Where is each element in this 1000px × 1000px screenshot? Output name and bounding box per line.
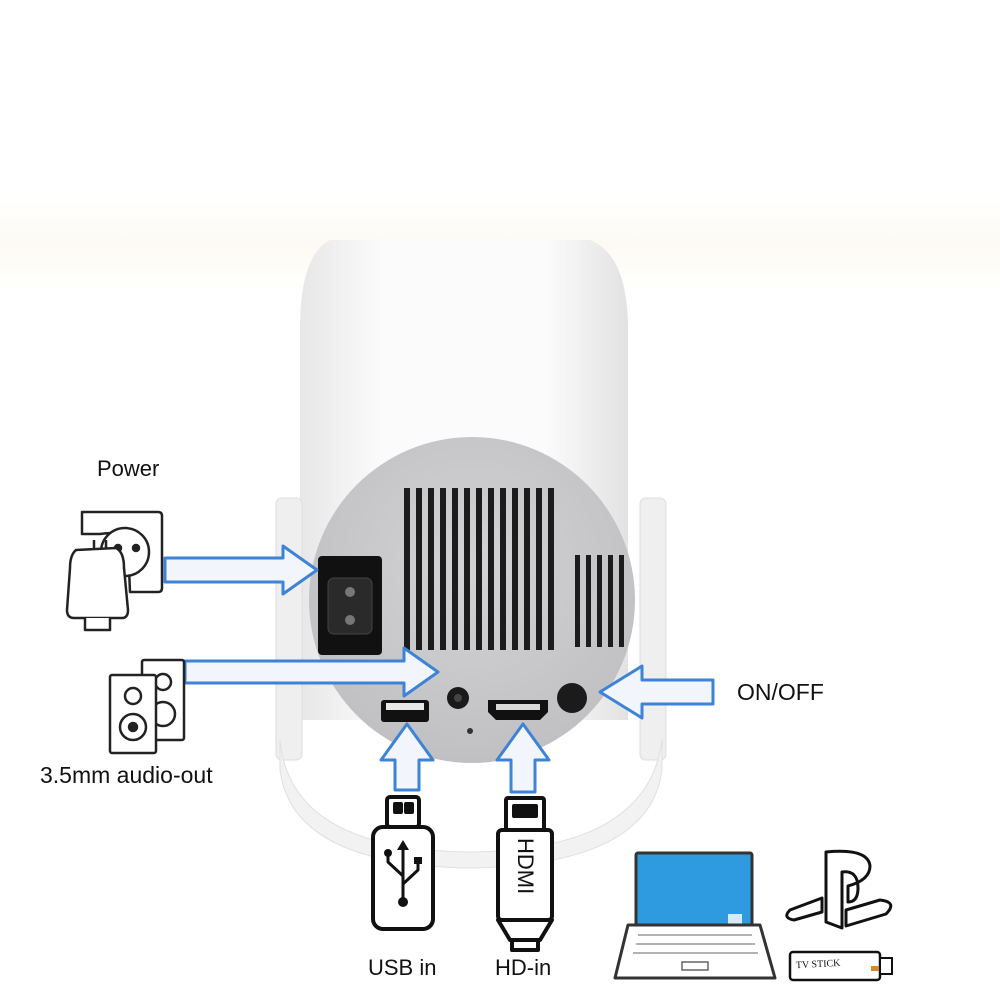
audio-out-label: 3.5mm audio-out [40,762,213,788]
hdmi-plug-icon [496,796,554,952]
tv-stick-text: TV STICK [796,958,842,971]
hdmi-port[interactable] [488,700,548,720]
playstation-logo-icon [785,849,893,930]
vent-grille-small [575,555,624,647]
vent-slot [476,488,482,650]
tv-stick-icon [788,950,893,982]
vent-slot [428,488,434,650]
hdmi-arrow [495,722,551,794]
vent-slot [619,555,624,647]
onoff-arrow [598,664,715,720]
vent-slot [440,488,446,650]
vent-slot [404,488,410,650]
laptop-icon [613,851,777,980]
vent-slot [488,488,494,650]
vent-slot [464,488,470,650]
vent-slot [524,488,530,650]
audio-jack[interactable] [447,687,469,709]
usb-port[interactable] [381,700,429,722]
vent-slot [512,488,518,650]
power-socket-icon [65,510,164,632]
vent-slot [548,488,554,650]
usb-in-label: USB in [368,955,437,980]
vent-slot [536,488,542,650]
on-off-button[interactable] [557,683,587,713]
vent-slot [597,555,602,647]
vent-slot [500,488,506,650]
vent-slot [452,488,458,650]
vent-slot [575,555,580,647]
audio-arrow [183,646,440,698]
vent-grille [404,488,554,650]
power-port[interactable] [318,556,382,655]
stand-left-arm [275,497,303,761]
stand-right-arm [639,497,667,761]
vent-slot [586,555,591,647]
on-off-label: ON/OFF [737,679,824,705]
usb-drive-icon [371,795,435,931]
power-label: Power [97,456,160,481]
vent-slot [608,555,613,647]
projector [275,240,667,869]
status-led [467,728,473,734]
usb-arrow [379,722,435,792]
power-arrow [163,544,319,596]
hd-in-label: HD-in [495,955,552,980]
hdmi-plug-text: HDMI [513,838,538,894]
speaker-icon [108,658,186,755]
vent-slot [416,488,422,650]
